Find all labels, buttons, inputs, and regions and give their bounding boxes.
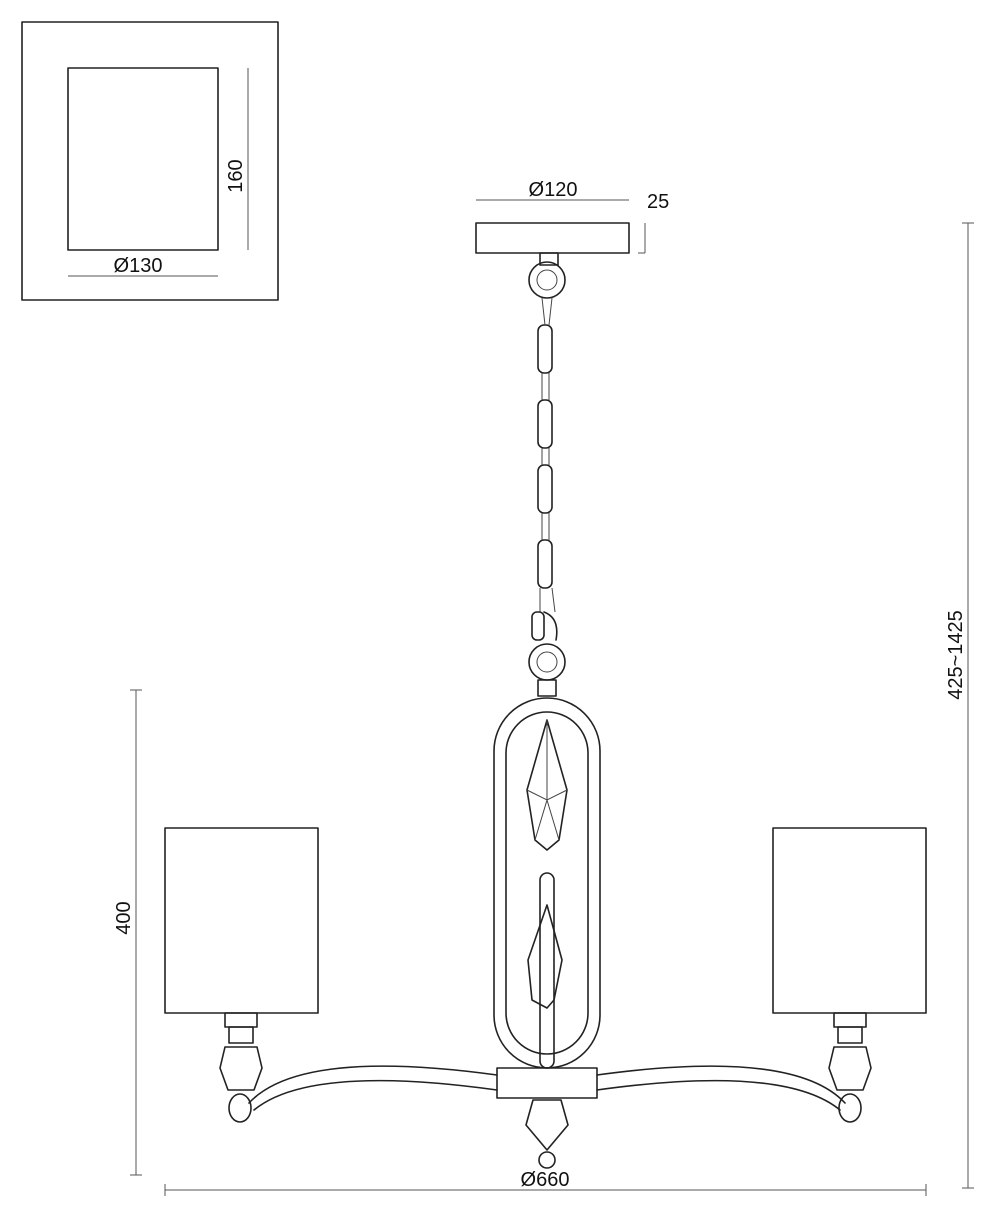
left-shade (164, 827, 319, 1014)
arms (248, 1065, 846, 1169)
right-shade (772, 827, 927, 1014)
central-frame (493, 697, 601, 1069)
bottom-finial-icon (525, 1099, 569, 1151)
center-stem (539, 872, 555, 1069)
inset-frame (21, 21, 279, 301)
canopy: Ø120 25 (475, 179, 669, 254)
left-bulb-icon (228, 1093, 252, 1123)
chain-link (537, 324, 553, 374)
top-ring (528, 261, 566, 299)
overall-diameter-label: Ø660 (521, 1169, 570, 1191)
right-cup-icon (828, 1046, 872, 1091)
canopy-plate (475, 222, 630, 254)
right-lamp (772, 827, 927, 1123)
right-arm-upper (596, 1065, 846, 1104)
overall-dimensions: 425~1425 400 Ø660 (113, 222, 974, 1196)
chain-link (537, 464, 553, 514)
left-cup-icon (219, 1046, 263, 1091)
overall-height-label: 425~1425 (945, 610, 967, 700)
left-arm-lower (253, 1079, 498, 1111)
canopy-height-label: 25 (647, 191, 669, 213)
lower-crystal-icon (527, 904, 563, 1009)
suspension-chain (528, 252, 566, 697)
bottom-ring (528, 643, 566, 681)
chain-link (537, 539, 553, 589)
carabiner (531, 611, 545, 641)
right-arm-lower (596, 1079, 841, 1111)
chain-link (537, 399, 553, 449)
left-arm-upper (248, 1065, 498, 1104)
inner-oval (505, 711, 589, 1055)
inset-shade (67, 67, 219, 251)
shade-detail-inset: 160 Ø130 (21, 21, 279, 301)
right-bulb-icon (838, 1093, 862, 1123)
left-lamp (164, 827, 319, 1123)
inset-diameter-label: Ø130 (114, 255, 163, 277)
center-hub (496, 1067, 598, 1099)
canopy-diameter-label: Ø120 (529, 179, 578, 201)
lamp-height-label: 400 (113, 901, 135, 934)
inset-height-label: 160 (225, 159, 247, 192)
